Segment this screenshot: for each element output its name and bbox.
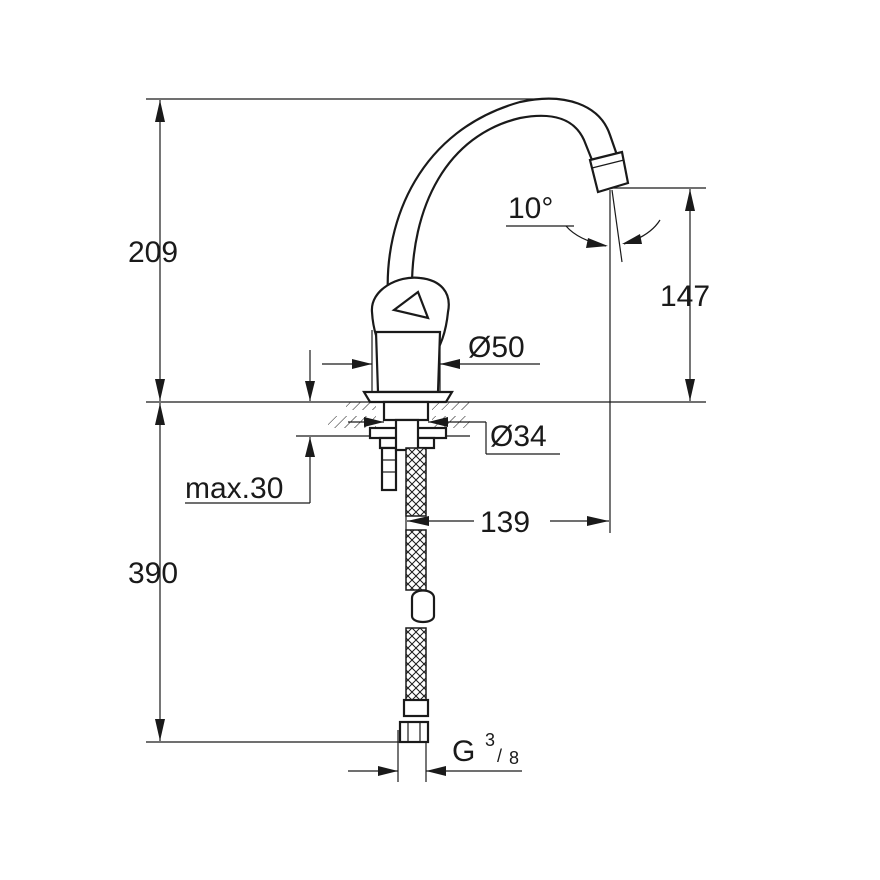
dimension-thread: G 3 / 8 xyxy=(348,730,522,782)
dimension-label-max30: max.30 xyxy=(185,472,283,505)
dimension-label-angle: 10° xyxy=(508,192,553,225)
dimension-390: 390 xyxy=(128,403,178,741)
dimension-label-209: 209 xyxy=(128,236,178,269)
hose-check-valve xyxy=(410,589,436,624)
shank xyxy=(382,400,430,422)
threaded-stud xyxy=(380,446,398,492)
dimension-label-139: 139 xyxy=(480,506,530,539)
hose-ferrule xyxy=(402,698,430,718)
thread-numerator: 3 xyxy=(485,730,495,750)
aerator xyxy=(588,150,630,194)
lever-triangle xyxy=(391,290,430,320)
faucet xyxy=(362,97,630,492)
thread-slash: / xyxy=(497,746,502,766)
dimension-angle: 10° xyxy=(506,189,661,263)
dimension-d50: Ø50 xyxy=(322,330,540,400)
countertop-section xyxy=(328,402,470,428)
dimension-147: 147 xyxy=(660,189,710,401)
pipe-connector xyxy=(394,418,420,452)
dimension-label-147: 147 xyxy=(660,280,710,313)
flexible-hose xyxy=(398,447,436,744)
base xyxy=(362,390,454,404)
dimension-209: 209 xyxy=(128,100,178,401)
dimension-label-390: 390 xyxy=(128,557,178,590)
hose-fitting-nut xyxy=(398,720,430,744)
body xyxy=(374,330,442,394)
thread-prefix: G xyxy=(452,735,475,768)
dimension-label-d50: Ø50 xyxy=(468,331,525,364)
dimension-139: 139 xyxy=(407,506,609,539)
thread-denominator: 8 xyxy=(509,748,519,768)
dimension-max30: max.30 xyxy=(185,350,470,505)
spout xyxy=(386,97,620,298)
dimension-label-d34: Ø34 xyxy=(490,420,547,453)
